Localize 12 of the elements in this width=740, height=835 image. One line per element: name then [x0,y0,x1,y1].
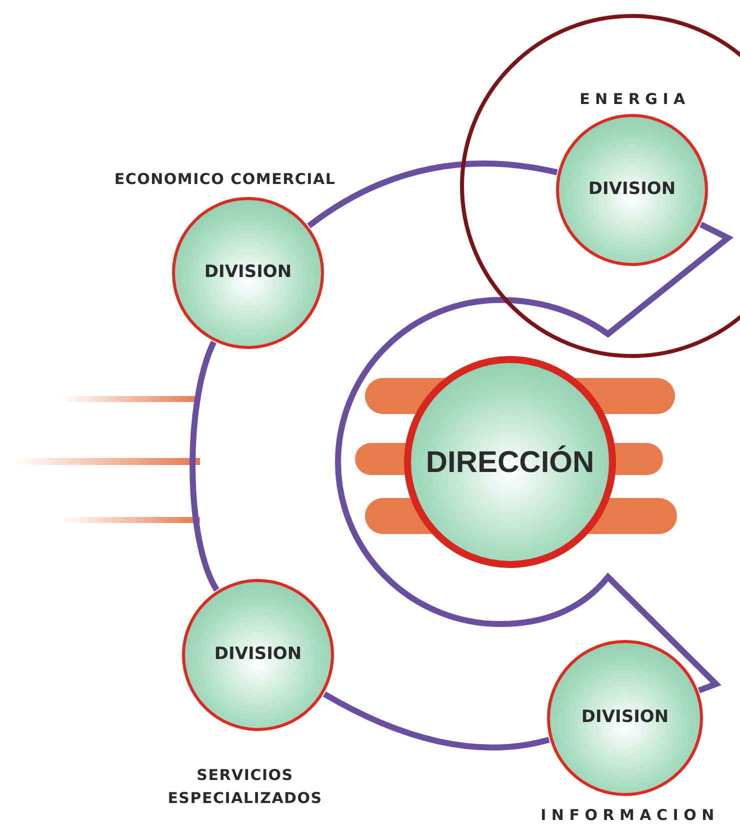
node-label: DIVISION [214,643,302,666]
node-label: DIVISION [588,178,676,202]
division-name: SERVICIOS ESPECIALIZADOS [166,765,324,808]
division-name: ECONOMICO COMERCIAL [113,169,337,190]
division-name: INFORMACION [540,805,720,826]
connector-line [190,340,220,592]
node-label: DIVISION [204,261,292,284]
node-label: DIRECCIÓN [426,444,594,480]
division-name: ENERGIA [578,89,692,110]
connector-line [307,160,558,228]
node-label: DIVISION [581,706,669,730]
connector-line [335,222,731,694]
